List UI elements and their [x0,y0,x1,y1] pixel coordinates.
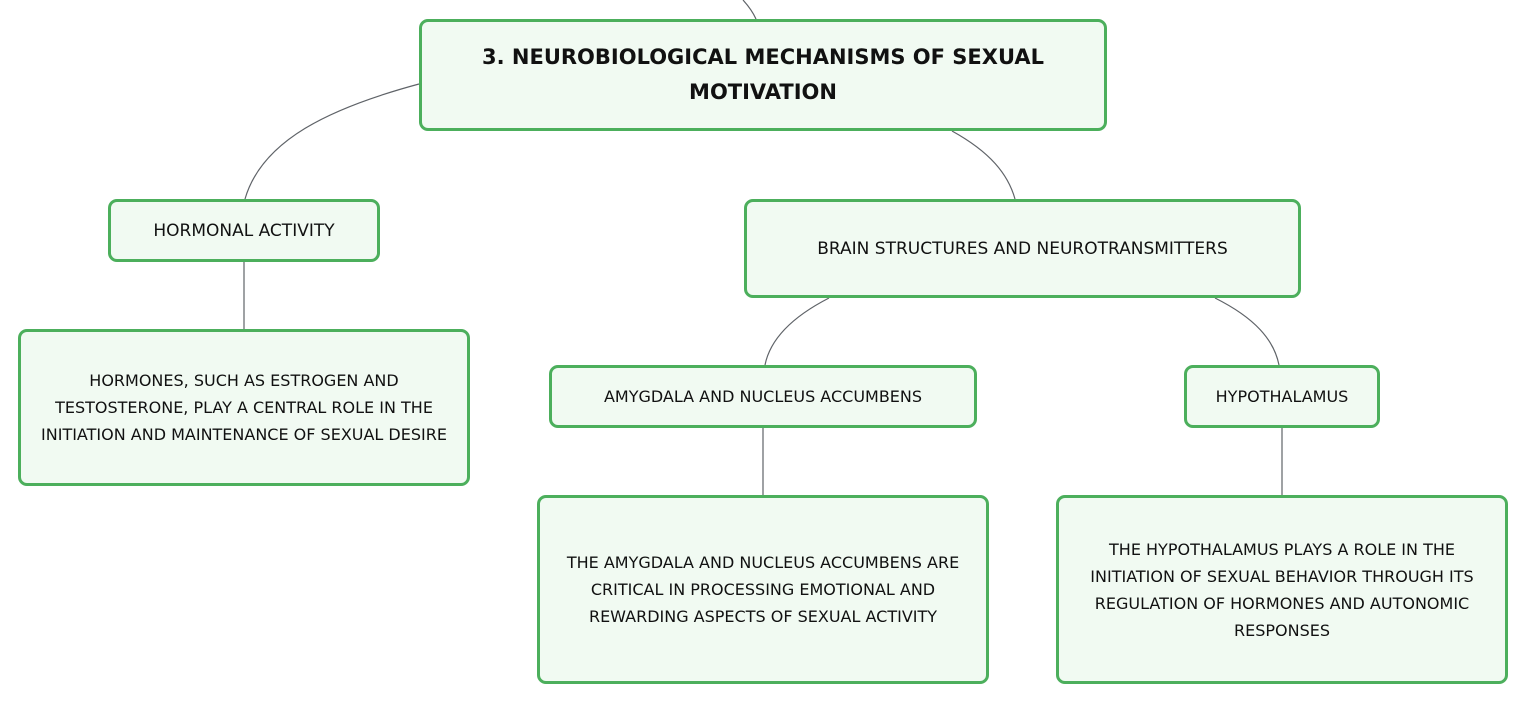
connector-brain-to-amygdala [764,297,830,366]
hormonal-activity-label: HORMONAL ACTIVITY [153,220,335,241]
hormonal-activity-detail-text: HORMONES, SUCH AS ESTROGEN AND TESTOSTER… [41,371,447,444]
connector-root-to-hormonal [244,83,420,200]
hypothalamus-node[interactable]: HYPOTHALAMUS [1184,365,1380,428]
amygdala-detail-node[interactable]: THE AMYGDALA AND NUCLEUS ACCUMBENS ARE C… [537,495,989,684]
root-topic-node[interactable]: 3. NEUROBIOLOGICAL MECHANISMS OF SEXUAL … [419,19,1107,131]
amygdala-detail-text: THE AMYGDALA AND NUCLEUS ACCUMBENS ARE C… [566,553,960,626]
connector-parent-to-root [742,0,757,20]
root-topic-label: 3. NEUROBIOLOGICAL MECHANISMS OF SEXUAL … [482,45,1044,104]
hormonal-activity-detail-node[interactable]: HORMONES, SUCH AS ESTROGEN AND TESTOSTER… [18,329,470,486]
brain-structures-node[interactable]: BRAIN STRUCTURES AND NEUROTRANSMITTERS [744,199,1301,298]
hypothalamus-label: HYPOTHALAMUS [1215,386,1349,406]
hypothalamus-detail-text: THE HYPOTHALAMUS PLAYS A ROLE IN THE INI… [1090,539,1474,640]
hypothalamus-detail-node[interactable]: THE HYPOTHALAMUS PLAYS A ROLE IN THE INI… [1056,495,1508,684]
brain-structures-label: BRAIN STRUCTURES AND NEUROTRANSMITTERS [817,238,1228,259]
connector-root-to-brain [951,130,1016,200]
hormonal-activity-node[interactable]: HORMONAL ACTIVITY [108,199,380,262]
connector-brain-to-hypothalamus [1214,297,1280,366]
amygdala-label: AMYGDALA AND NUCLEUS ACCUMBENS [603,386,923,406]
amygdala-node[interactable]: AMYGDALA AND NUCLEUS ACCUMBENS [549,365,977,428]
